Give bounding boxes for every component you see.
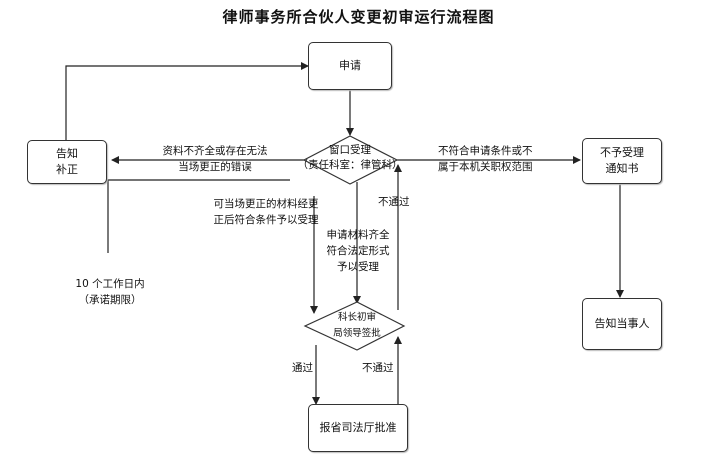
correctable-label: 可当场更正的材料经更 正后符合条件予以受理	[196, 196, 336, 228]
incomplete-line2: 当场更正的错误	[178, 161, 252, 173]
window-line1: 窗口受理	[329, 144, 371, 156]
reject-notice-line2: 通知书	[605, 162, 639, 175]
not-qualified-label: 不符合申请条件或不 属于本机关职权范围	[438, 143, 533, 175]
window-acceptance-diamond	[302, 135, 399, 185]
deadline-line	[107, 179, 290, 253]
notify-fix-box: 告知 补正	[27, 140, 107, 184]
page-title: 律师事务所合伙人变更初审运行流程图	[222, 8, 495, 26]
not-qualified-line1: 不符合申请条件或不	[438, 145, 533, 157]
window-label: 窗口受理 （责任科室：律管科）	[290, 143, 410, 173]
deadline-line1: 10 个工作日内	[75, 278, 145, 290]
submit-label: 报省司法厅批准	[319, 421, 397, 434]
apply-box: 申请	[308, 42, 392, 90]
complete-label: 申请材料齐全 符合法定形式 予以受理	[304, 227, 412, 275]
review-line2: 局领导签批	[333, 328, 381, 339]
correctable-line2: 正后符合条件予以受理	[213, 214, 319, 226]
not-qualified-line2: 属于本机关职权范围	[438, 161, 533, 173]
reject-notice-line1: 不予受理	[600, 146, 644, 159]
notify-fix-line2: 补正	[56, 163, 78, 176]
notify-fix-line1: 告知	[56, 147, 78, 160]
notify-party-box: 告知当事人	[582, 298, 662, 350]
apply-label: 申请	[339, 59, 361, 72]
not-passed-lower-label: 不通过	[362, 362, 394, 374]
passed-label: 通过	[292, 362, 313, 374]
review-line1: 科长初审	[337, 312, 376, 323]
complete-line2: 符合法定形式	[326, 245, 390, 257]
submit-box: 报省司法厅批准	[308, 404, 408, 452]
review-label: 科长初审 局领导签批	[312, 310, 402, 342]
incomplete-label: 资料不齐全或存在无法 当场更正的错误	[140, 143, 290, 175]
notify-party-label: 告知当事人	[594, 317, 650, 330]
deadline-line2: （承诺期限）	[78, 294, 142, 306]
correctable-line1: 可当场更正的材料经更	[213, 198, 319, 210]
reject-notice-box: 不予受理 通知书	[582, 138, 662, 184]
deadline-label: 10 个工作日内 （承诺期限）	[55, 276, 165, 308]
complete-line1: 申请材料齐全	[326, 229, 390, 241]
review-diamond	[303, 301, 406, 351]
window-line2: （责任科室：律管科）	[297, 159, 403, 171]
arrow-notify-fix-to-apply	[65, 62, 309, 140]
incomplete-line1: 资料不齐全或存在无法	[162, 145, 268, 157]
complete-line3: 予以受理	[337, 261, 379, 273]
not-passed-upper-label: 不通过	[378, 196, 410, 208]
